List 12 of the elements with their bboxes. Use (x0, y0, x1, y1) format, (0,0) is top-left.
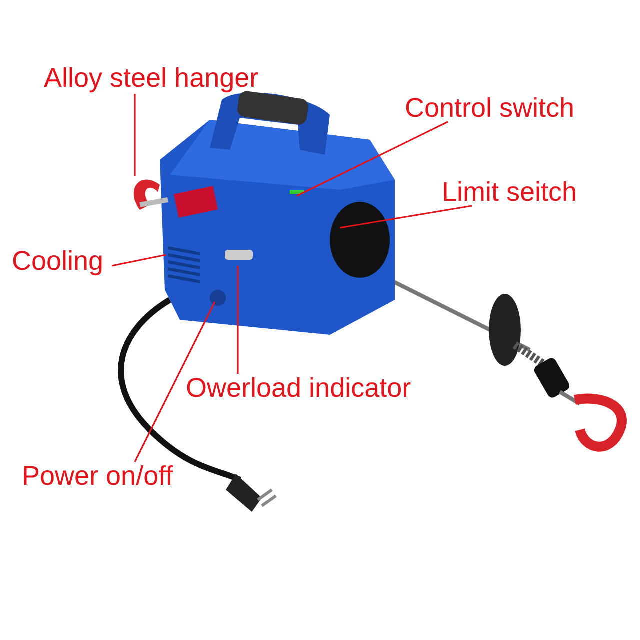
callout-label: Limit seitch (442, 176, 578, 208)
callout-label: Owerload indicator (186, 372, 412, 404)
leader-line (296, 121, 448, 197)
leader-line (112, 254, 166, 267)
leader-line (340, 205, 472, 229)
callout-label: Control switch (405, 92, 575, 124)
callout-label: Power on/off (22, 460, 174, 492)
leader-line (237, 266, 239, 374)
leader-line (134, 94, 136, 176)
callout-label: Alloy steel hanger (44, 62, 259, 94)
callout-label: Cooling (12, 245, 104, 277)
leader-line (134, 302, 216, 462)
